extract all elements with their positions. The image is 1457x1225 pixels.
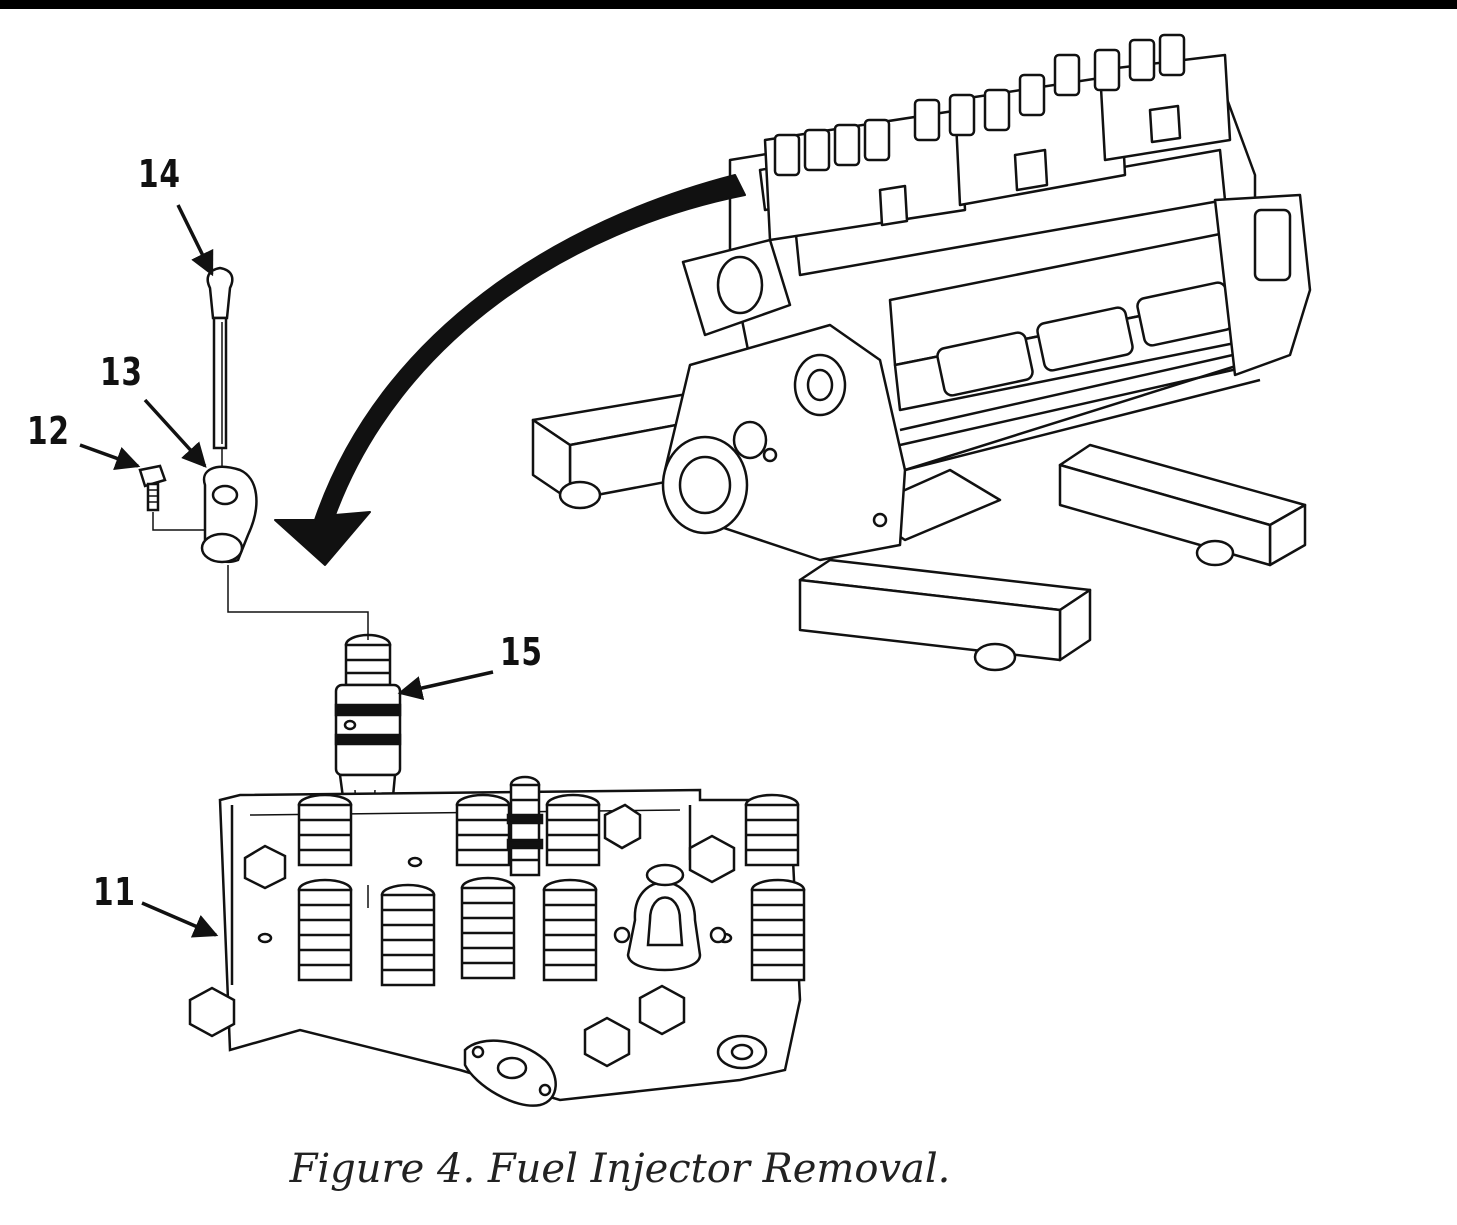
callout-arrow-12	[79, 443, 141, 471]
engine-assembly	[274, 33, 1312, 672]
callout-label-14: 14	[138, 152, 181, 196]
callout-label-12: 12	[27, 409, 70, 453]
yoke-bracket	[613, 863, 727, 972]
callout-arrow-14	[176, 204, 214, 277]
transfer-arrow	[274, 174, 746, 566]
callout-label-13: 13	[100, 350, 143, 394]
left-flange	[681, 238, 792, 337]
crosshead	[506, 775, 544, 877]
callout-arrows	[79, 204, 494, 938]
callout-arrow-15	[397, 670, 494, 701]
injector-removal-tool	[206, 266, 234, 450]
valve-springs	[297, 793, 806, 987]
callout-label-15: 15	[500, 630, 543, 674]
cylinder-heads	[763, 33, 1232, 242]
cylinder-head	[188, 775, 806, 1107]
front-gear-cover	[661, 323, 907, 562]
capscrew	[138, 464, 167, 512]
callout-arrow-11	[141, 901, 219, 938]
top-rule	[0, 0, 1457, 9]
exploded-view-lines	[152, 448, 369, 908]
callout-arrow-13	[143, 398, 207, 468]
rocker-gear	[773, 33, 1186, 177]
callout-label-11: 11	[93, 870, 136, 914]
figure-caption: Figure 4. Fuel Injector Removal.	[289, 1146, 951, 1192]
injector-clamp	[200, 465, 258, 564]
